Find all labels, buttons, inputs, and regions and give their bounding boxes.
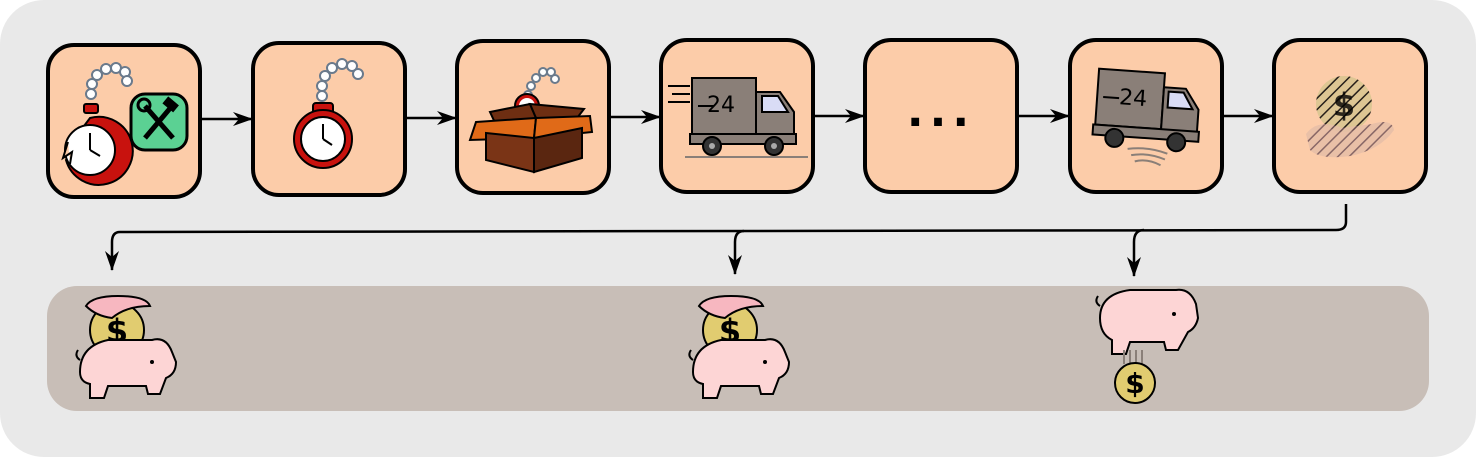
ellipsis-label: ... [907,86,975,137]
bank-1-piggy-deposit: $ [75,294,178,399]
delivery-truck-icon: 24 [668,77,808,158]
svg-text:$: $ [1333,86,1355,124]
piggy-bank-withdraw-icon: $ [1095,288,1200,404]
bank-2-piggy-deposit: $ [688,294,791,399]
payout-branch-2 [728,229,745,275]
bank-3-piggy-withdraw: $ [1095,288,1200,404]
hand-receiving-coin-icon: $ [1306,76,1394,158]
speeding-truck-icon: 24 [1091,67,1201,167]
payout-branch-3 [1127,228,1145,277]
payout-trunk [105,204,1348,271]
packaged-watch-icon [468,67,594,174]
coin-symbol: $ [1125,367,1144,400]
piggy-bank-deposit-icon: $ [75,294,178,399]
piggy-bank-deposit-icon: $ [688,294,791,399]
step-connectors [200,109,1274,126]
pocket-watch-icon [293,58,364,169]
watch-repair-icon [61,62,189,186]
truck-label: 24 [1118,85,1148,112]
payout-connectors [105,204,1348,277]
